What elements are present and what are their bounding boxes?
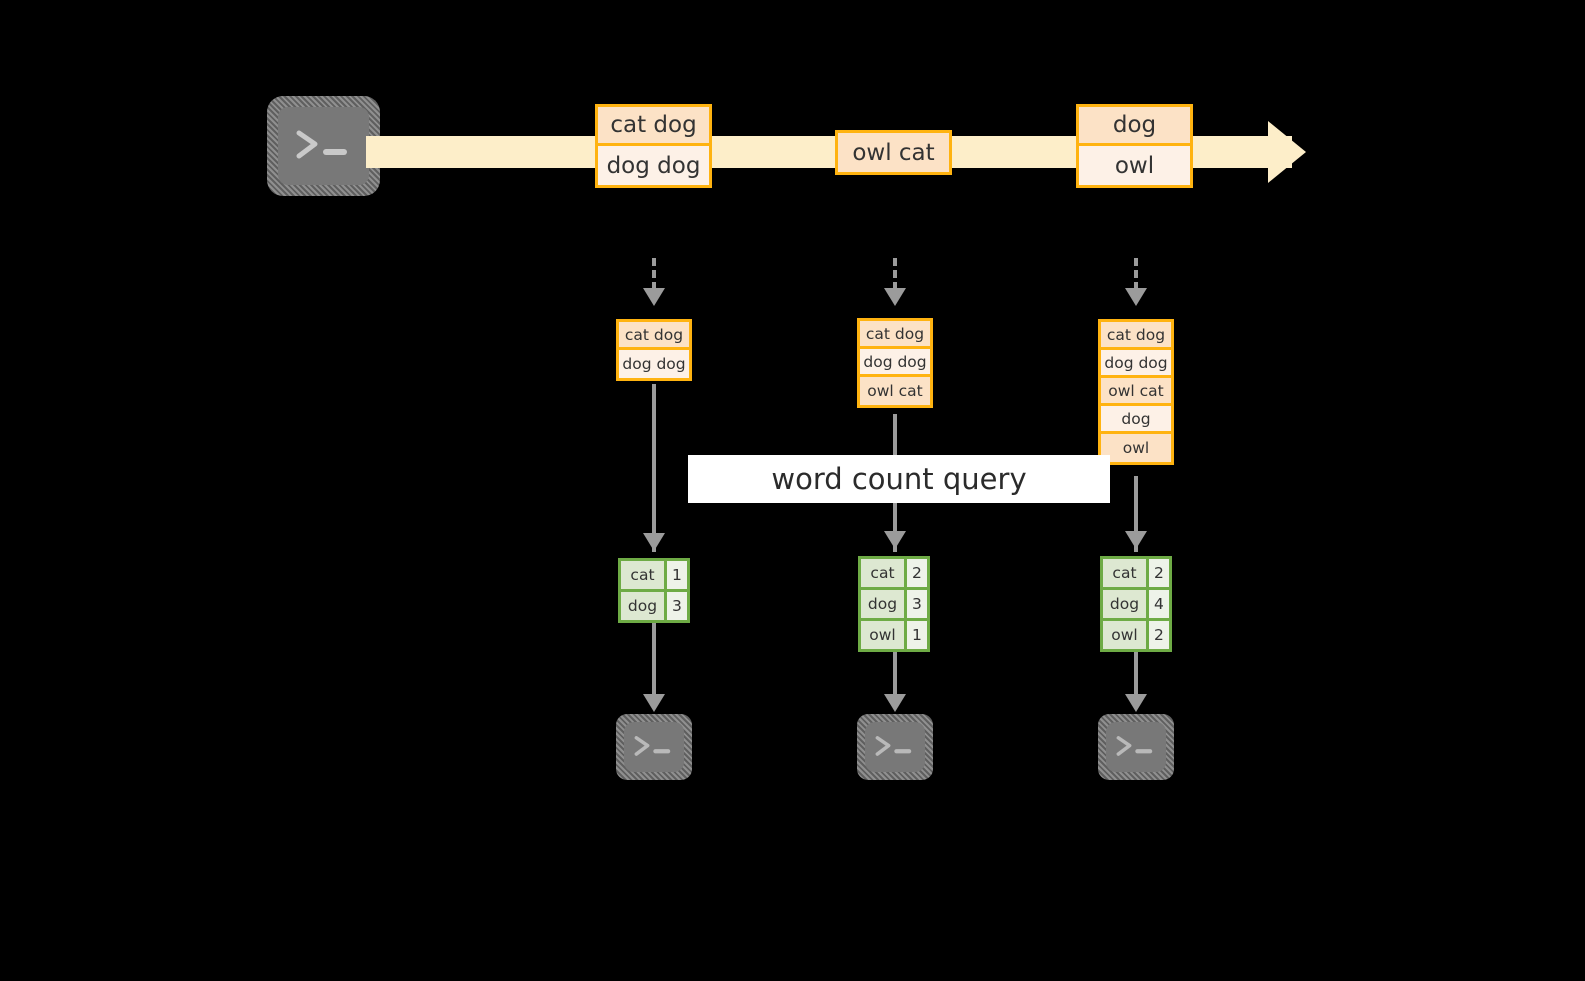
terminal-prompt-icon [1116, 736, 1153, 756]
stream-event-2: owl cat [835, 130, 952, 175]
result-count: 4 [1145, 590, 1169, 618]
result-count: 2 [903, 559, 927, 587]
result-word: owl [861, 621, 904, 649]
result-count: 2 [1145, 559, 1169, 587]
stream-event-row: owl cat [838, 133, 949, 172]
snapshot-2-result-table: cat 2 dog 3 owl 1 [858, 556, 930, 652]
dashed-arrow-head-icon [643, 288, 665, 306]
table-row: cat dog [1101, 322, 1171, 350]
table-row: owl [1101, 434, 1171, 462]
snapshot-2-table: cat dog dog dog owl cat [857, 318, 933, 408]
snapshot-1-query-arrow [652, 384, 656, 552]
result-count: 3 [663, 592, 687, 620]
terminal-prompt-icon [875, 736, 912, 756]
table-row: owl cat [860, 377, 930, 405]
terminal-prompt-icon [296, 130, 347, 159]
terminal-screen [278, 107, 369, 185]
stream-event-row: dog dog [598, 146, 709, 185]
snapshot-1-sink-arrow-head-icon [643, 694, 665, 712]
terminal-screen [1106, 722, 1166, 772]
snapshot-3-sink-arrow-head-icon [1125, 694, 1147, 712]
result-row: dog 3 [621, 592, 687, 620]
result-row: owl 2 [1103, 621, 1169, 649]
snapshot-3-result-table: cat 2 dog 4 owl 2 [1100, 556, 1172, 652]
stream-event-1: cat dog dog dog [595, 104, 712, 188]
table-row: dog dog [619, 350, 689, 378]
table-row: dog dog [860, 349, 930, 377]
snapshot-3-table: cat dog dog dog owl cat dog owl [1098, 319, 1174, 465]
table-row: owl cat [1101, 378, 1171, 406]
query-label: word count query [688, 455, 1110, 503]
result-row: cat 2 [1103, 559, 1169, 590]
stream-event-row: dog [1079, 107, 1190, 146]
terminal-prompt-icon [634, 736, 671, 756]
stream-event-3: dog owl [1076, 104, 1193, 188]
snapshot-2-query-arrow-head-icon [884, 531, 906, 549]
snapshot-1-table: cat dog dog dog [616, 319, 692, 381]
snapshot-1-sink-terminal-icon [616, 714, 692, 780]
result-word: dog [1103, 590, 1146, 618]
query-label-text: word count query [771, 462, 1027, 496]
snapshot-2-sink-arrow-head-icon [884, 694, 906, 712]
dashed-arrow-down-icon [893, 258, 897, 290]
snapshot-3-sink-arrow [1134, 650, 1138, 694]
result-word: cat [1103, 559, 1146, 587]
result-word: cat [861, 559, 904, 587]
snapshot-3-query-arrow-head-icon [1125, 531, 1147, 549]
dashed-arrow-head-icon [1125, 288, 1147, 306]
snapshot-3-sink-terminal-icon [1098, 714, 1174, 780]
result-row: dog 4 [1103, 590, 1169, 621]
terminal-screen [865, 722, 925, 772]
result-count: 3 [903, 590, 927, 618]
result-word: owl [1103, 621, 1146, 649]
table-row: dog dog [1101, 350, 1171, 378]
dashed-arrow-down-icon [652, 258, 656, 290]
dashed-arrow-head-icon [884, 288, 906, 306]
result-row: dog 3 [861, 590, 927, 621]
dashed-arrow-down-icon [1134, 258, 1138, 290]
table-row: cat dog [860, 321, 930, 349]
terminal-screen [624, 722, 684, 772]
result-row: cat 1 [621, 561, 687, 592]
result-count: 2 [1145, 621, 1169, 649]
result-row: cat 2 [861, 559, 927, 590]
result-word: dog [861, 590, 904, 618]
stream-arrow-icon [1268, 121, 1306, 183]
snapshot-2-sink-arrow [893, 650, 897, 694]
stream-event-row: cat dog [598, 107, 709, 146]
result-word: cat [621, 561, 664, 589]
result-word: dog [621, 592, 664, 620]
result-row: owl 1 [861, 621, 927, 649]
snapshot-1-result-table: cat 1 dog 3 [618, 558, 690, 623]
result-count: 1 [663, 561, 687, 589]
result-count: 1 [903, 621, 927, 649]
snapshot-1-query-arrow-head-icon [643, 533, 665, 551]
table-row: cat dog [619, 322, 689, 350]
snapshot-2-sink-terminal-icon [857, 714, 933, 780]
snapshot-3-query-arrow [1134, 476, 1138, 552]
snapshot-1-sink-arrow [652, 620, 656, 694]
source-terminal-icon [267, 96, 380, 196]
stream-event-row: owl [1079, 146, 1190, 185]
table-row: dog [1101, 406, 1171, 434]
